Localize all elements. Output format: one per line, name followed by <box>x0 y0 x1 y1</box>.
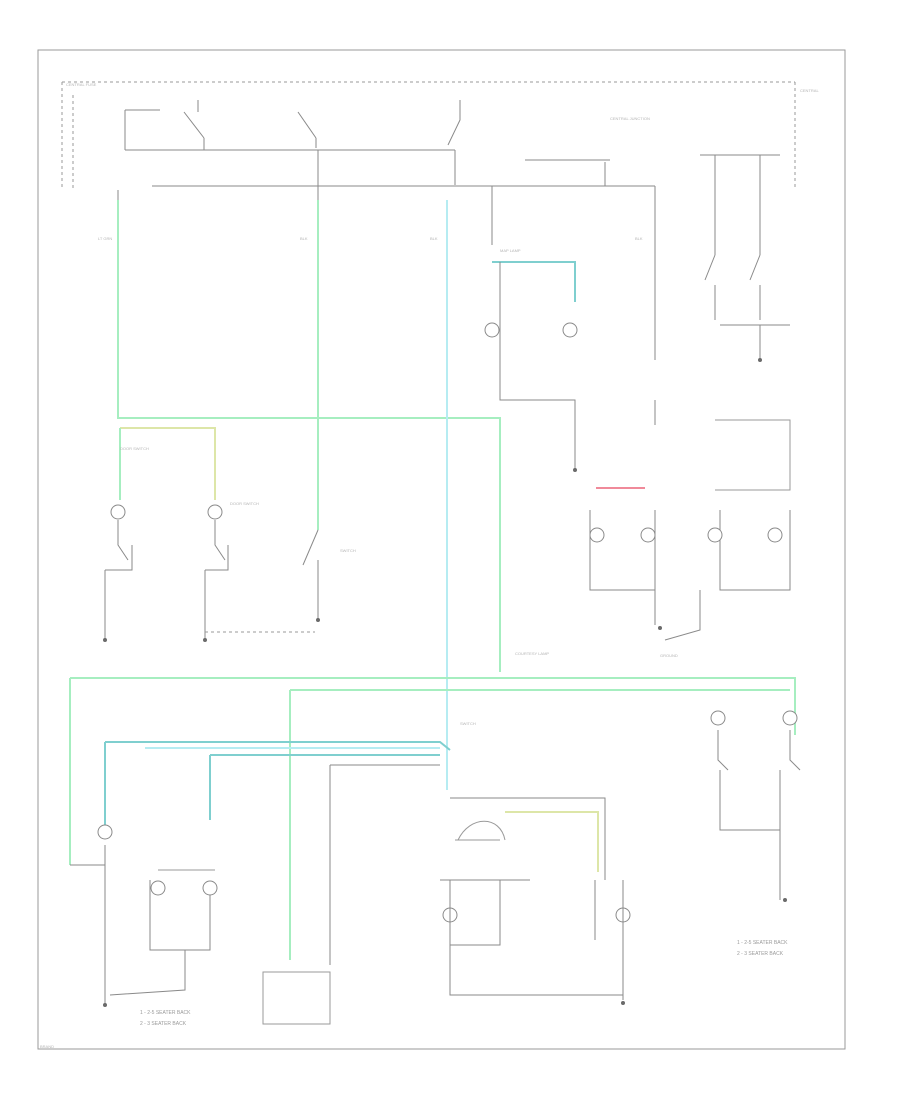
svg-text:DOOR SWITCH: DOOR SWITCH <box>230 501 259 506</box>
svg-text:DOOR SWITCH: DOOR SWITCH <box>120 446 149 451</box>
svg-text:GROUND: GROUND <box>660 653 678 658</box>
svg-text:BLK: BLK <box>430 236 438 241</box>
svg-text:BLK: BLK <box>300 236 308 241</box>
svg-text:SWITCH: SWITCH <box>340 548 356 553</box>
lamp-icon <box>97 824 113 840</box>
svg-text:LT GRN: LT GRN <box>98 236 112 241</box>
diagram-border <box>37 49 846 1050</box>
lamp-icon <box>202 880 218 896</box>
lamp-icon <box>207 504 223 520</box>
lamp-icon <box>782 710 798 726</box>
legend-note-left-1: 1 - 2-5 SEATER BACK <box>140 1010 191 1016</box>
svg-text:CENTRAL JUNCTION: CENTRAL JUNCTION <box>610 116 650 121</box>
lamp-icon <box>150 880 166 896</box>
svg-text:SWITCH: SWITCH <box>460 721 476 726</box>
lamp-icon <box>562 322 578 338</box>
green-wire-horizontal <box>70 677 796 735</box>
left-door-switches <box>104 504 319 640</box>
lamp-icon <box>110 504 126 520</box>
top-switch-group <box>124 100 461 150</box>
svg-text:CENTRAL FUSE: CENTRAL FUSE <box>66 82 97 87</box>
upper-middle-lamps <box>484 262 578 470</box>
component-labels: CENTRAL FUSE CENTRAL CENTRAL JUNCTION LT… <box>40 82 819 1049</box>
cyan-harness <box>104 741 451 965</box>
lamp-icon <box>767 527 783 543</box>
control-module-box <box>262 971 331 1025</box>
svg-text:CENTRAL: CENTRAL <box>800 88 819 93</box>
lamp-icon <box>640 527 656 543</box>
bottom-center-lamps <box>440 797 631 1000</box>
lamp-icon <box>710 710 726 726</box>
green-wire-main <box>117 200 501 672</box>
ground-symbols <box>103 358 787 1007</box>
lamp-icon <box>484 322 500 338</box>
legend-note-2: 2 - 3 SEATER BACK <box>737 951 784 957</box>
svg-text:BRAND: BRAND <box>40 1044 54 1049</box>
lamp-icon <box>589 527 605 543</box>
svg-text:BLK: BLK <box>635 236 643 241</box>
bottom-left-lamps <box>70 824 218 1005</box>
lamp-icon <box>707 527 723 543</box>
svg-text:MAP LAMP: MAP LAMP <box>500 248 521 253</box>
right-bottom-lamps <box>710 710 801 900</box>
legend-note-1: 1 - 2-5 SEATER BACK <box>737 940 788 946</box>
svg-text:COURTESY LAMP: COURTESY LAMP <box>515 651 549 656</box>
right-lamp-cluster <box>589 400 791 641</box>
right-top-switches <box>700 154 790 360</box>
legend-note-left-2: 2 - 3 SEATER BACK <box>140 1021 187 1027</box>
